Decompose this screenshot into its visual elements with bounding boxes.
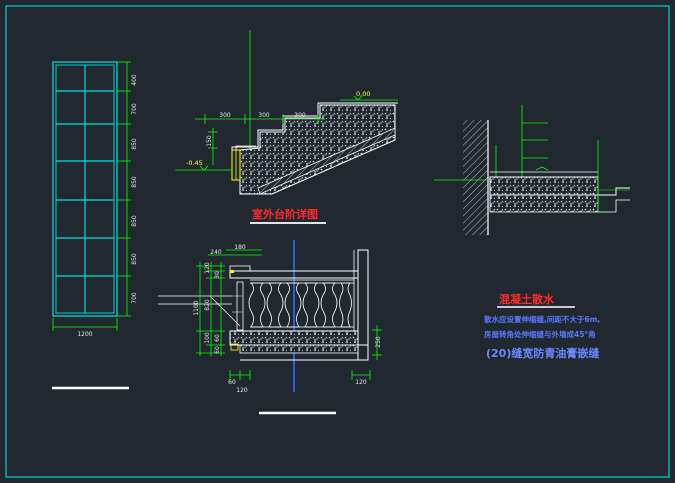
window-height-dim-5: 850 — [131, 215, 138, 227]
tread-dim-1: 300 — [219, 112, 231, 119]
rail-bottom-dim-120a: 120 — [236, 387, 248, 394]
rail-side-dim-250: 250 — [375, 336, 382, 348]
rail-dim-60b: 60 — [214, 346, 221, 354]
window-height-dim-3: 850 — [131, 138, 138, 150]
apron-section: 混凝土散水 散水应设置伸缩缝,间距不大于6m, 房屋转角处伸缩缝与外墙成45°角… — [434, 105, 630, 360]
rail-bottom-dim-120b: 120 — [355, 379, 367, 386]
rail-bottom-dim-60: 60 — [228, 379, 236, 386]
window-height-dim-7: 700 — [131, 292, 138, 304]
level-bottom-label: -0.45 — [186, 159, 203, 167]
rail-top-dim-180: 180 — [234, 244, 246, 251]
step-section: -0.45 0.00 300 300 300 150 室外台阶详图 — [175, 30, 398, 224]
rail-dim-1100: 1100 — [193, 300, 200, 315]
drawing-frame — [5, 5, 670, 478]
rail-dim-30: 30 — [214, 271, 221, 279]
railing-section: 120 30 1100 820 100 60 60 240 180 60 120… — [158, 240, 382, 394]
rail-dim-60a: 60 — [214, 334, 221, 342]
window-height-dim-1: 400 — [131, 74, 138, 86]
riser-dim: 150 — [206, 135, 213, 147]
window-height-dim-2: 700 — [131, 103, 138, 115]
window-height-dim-6: 850 — [131, 253, 138, 265]
apron-note-line-3: (20)缝宽防青油膏嵌缝 — [486, 346, 599, 360]
rail-dim-820: 820 — [204, 299, 211, 311]
tread-dim-2: 300 — [258, 112, 270, 119]
balusters — [248, 279, 354, 328]
rail-top-dim-240: 240 — [210, 249, 222, 256]
window-width-dim: 1200 — [77, 331, 92, 338]
rail-dim-100: 100 — [204, 332, 211, 344]
rail-dim-120: 120 — [204, 262, 211, 274]
window-height-dim-4: 850 — [131, 176, 138, 188]
window-elevation: 400 700 850 850 850 850 700 1200 — [52, 61, 138, 338]
apron-note-line-2: 房屋转角处伸缩缝与外墙成45°角 — [484, 329, 596, 339]
level-top-label: 0.00 — [356, 90, 370, 98]
step-section-title: 室外台阶详图 — [252, 207, 318, 221]
tread-dim-3: 300 — [294, 112, 306, 119]
apron-title: 混凝土散水 — [499, 292, 555, 306]
apron-note-line-1: 散水应设置伸缩缝,间距不大于6m, — [484, 314, 600, 324]
